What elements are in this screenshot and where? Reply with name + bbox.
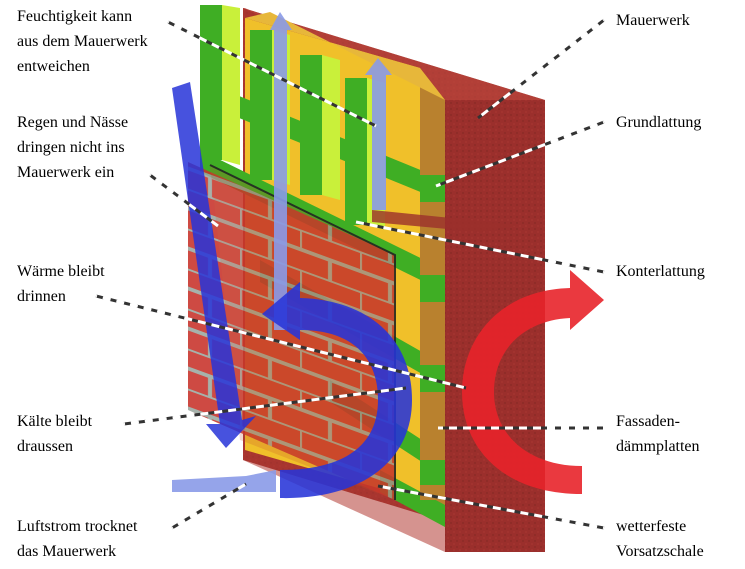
label-line: dämmplatten — [616, 438, 700, 455]
label-line: Wärme bleibt — [17, 263, 105, 280]
label-rain-protection: Regen und Nässe dringen nicht ins Mauerw… — [17, 110, 128, 185]
label-cold-stays-out: Kälte bleibt draussen — [17, 409, 92, 459]
label-line: drinnen — [17, 288, 66, 305]
label-masonry: Mauerwerk — [616, 8, 690, 33]
label-line: draussen — [17, 438, 73, 455]
label-line: dringen nicht ins — [17, 139, 125, 156]
label-base-battens: Grundlattung — [616, 110, 701, 135]
label-line: Feuchtigkeit kann — [17, 8, 133, 25]
label-insulation-boards: Fassaden- dämmplatten — [616, 409, 700, 459]
label-line: Konterlattung — [616, 263, 705, 280]
label-line: Kälte bleibt — [17, 413, 93, 430]
label-line: wetterfeste — [616, 518, 687, 535]
cold-arrow — [262, 282, 412, 499]
warmth-arrow — [462, 270, 604, 494]
label-line: Mauerwerk ein — [17, 164, 115, 181]
label-line: Regen und Nässe — [17, 114, 129, 131]
label-warmth-stays-in: Wärme bleibt drinnen — [17, 259, 105, 309]
label-line: entweichen — [17, 58, 90, 75]
label-moisture-escape: Feuchtigkeit kann aus dem Mauerwerk entw… — [17, 4, 148, 79]
airflow-arrow — [172, 470, 276, 492]
label-line: Fassaden- — [616, 413, 680, 430]
label-line: Vorsatzschale — [616, 543, 704, 560]
rain-arrow — [172, 82, 256, 448]
leader-lines — [95, 18, 605, 530]
moisture-escape-arrows — [270, 12, 520, 330]
label-line: aus dem Mauerwerk — [17, 33, 148, 50]
label-line: Mauerwerk — [616, 12, 690, 29]
label-counter-battens: Konterlattung — [616, 259, 705, 284]
label-line: Luftstrom trocknet — [17, 518, 138, 535]
label-weatherproof-facing: wetterfeste Vorsatzschale — [616, 514, 704, 564]
label-line: Grundlattung — [616, 114, 702, 131]
label-line: das Mauerwerk — [17, 543, 117, 560]
label-airflow-dries: Luftstrom trocknet das Mauerwerk — [17, 514, 137, 564]
